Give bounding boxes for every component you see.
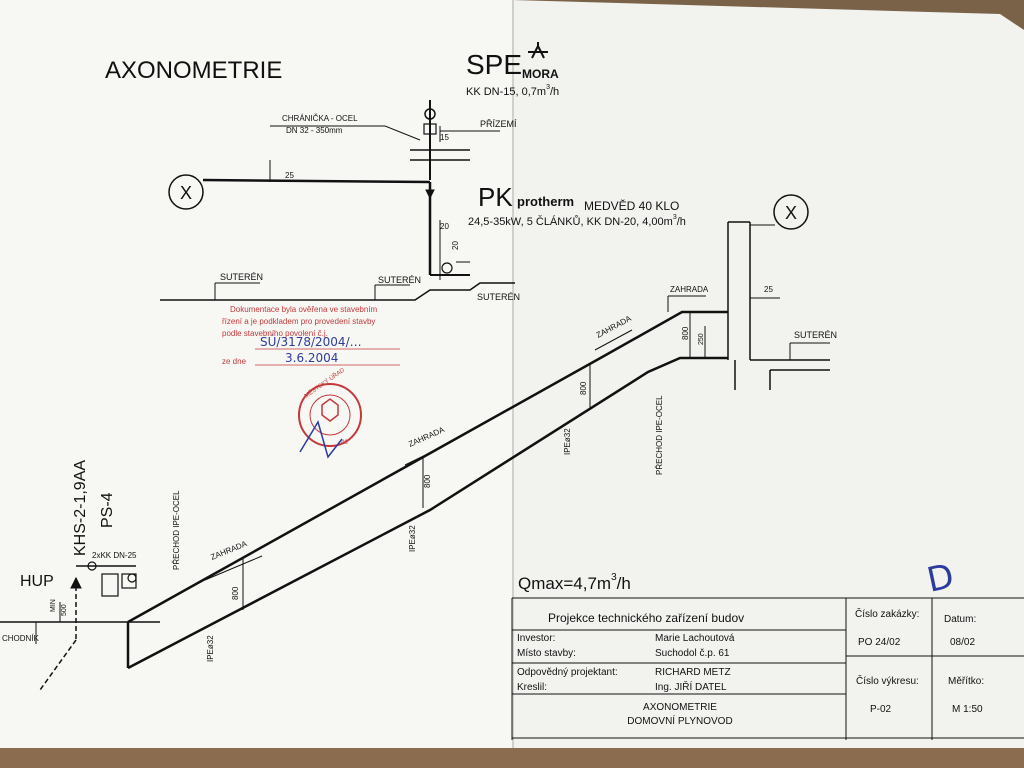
paper-right [512, 0, 1024, 768]
hup-assembly [0, 561, 160, 691]
section-marker-left: X [168, 174, 204, 210]
svg-text:Číslo výkresu:: Číslo výkresu: [856, 674, 919, 687]
spe-meter-label: KK DN-15, 0,7m3/h [466, 84, 559, 98]
dim-25-upper: 25 [285, 171, 294, 180]
dim-15: 15 [440, 133, 449, 142]
kk-label: 2xKK DN-25 [92, 551, 137, 560]
svg-text:46: 46 [341, 440, 348, 446]
dim-800-1: 800 [231, 586, 240, 600]
upper-horizontal-pipe [202, 160, 470, 280]
order-number: PO 24/02 [858, 637, 901, 648]
dim-250: 250 [698, 333, 705, 345]
mora-logo-icon: MORA [522, 42, 559, 81]
date-value: 08/02 [950, 637, 975, 648]
ps4-label: PS-4 [99, 492, 116, 528]
floor-background [0, 748, 1024, 768]
svg-text:Datum:: Datum: [944, 614, 976, 625]
svg-text:CHRÁNIČKA - OCEL: CHRÁNIČKA - OCEL [282, 114, 358, 123]
section-marker-right: X [773, 194, 809, 230]
svg-text:Investor:: Investor: [517, 633, 555, 644]
svg-text:Číslo zakázky:: Číslo zakázky: [855, 607, 919, 620]
boiler-brand: protherm [517, 194, 574, 209]
khs-label: KHS-2-1,9AA [72, 460, 89, 556]
svg-text:X: X [180, 183, 192, 203]
dim-800-4: 800 [681, 326, 690, 340]
zahrada-label-4: ZAHRADA [670, 285, 709, 294]
dim-800-3: 800 [579, 381, 588, 395]
dim-800-2: 800 [423, 474, 432, 488]
approval-date: 3.6.2004 [285, 351, 338, 365]
hup-label: HUP [20, 573, 54, 590]
svg-text:ze dne: ze dne [222, 357, 247, 366]
dim-20-a: 20 [440, 222, 449, 231]
svg-text:řízení a je podkladem pro prov: řízení a je podkladem pro provedení stav… [222, 317, 375, 326]
drawing-title-line1: AXONOMETRIE [643, 702, 717, 713]
svg-text:MORA: MORA [522, 67, 559, 81]
level-label-suteren-4: SUTERÉN [794, 330, 837, 340]
spe-label: SPE [466, 49, 522, 80]
svg-text:Kreslil:: Kreslil: [517, 682, 547, 693]
qmax-label: Qmax=4,7m3/h [518, 572, 631, 593]
designer-value: RICHARD METZ [655, 667, 731, 678]
dim-25-right: 25 [764, 285, 773, 294]
transition-label-2: PŘECHOD IPE-OCEL [655, 395, 664, 475]
svg-text:Odpovědný projektant:: Odpovědný projektant: [517, 667, 618, 678]
approval-number: SÚ/3178/2004/… [260, 334, 362, 349]
transition-label-1: PŘECHOD IPE-OCEL [172, 490, 181, 570]
dim-500: 500 [61, 604, 68, 616]
level-label-suteren-3: SUTERÉN [477, 292, 520, 302]
approval-stamp: Dokumentace byla ověřena ve stavebním ří… [222, 305, 400, 366]
zahrada-leaders [204, 329, 633, 581]
company-name: Projekce technického zařízení budov [548, 611, 744, 625]
svg-text:Místo stavby:: Místo stavby: [517, 648, 576, 659]
drawing-title: AXONOMETRIE [105, 57, 282, 84]
drawn-value: Ing. JIŘÍ DATEL [655, 680, 727, 693]
main-diagonal-pipe [126, 310, 728, 670]
svg-text:podle stavebního povolení č.j.: podle stavebního povolení č.j. [222, 329, 328, 338]
scale-value: M 1:50 [952, 704, 983, 715]
boiler-model: MEDVĚD 40 KLO [584, 198, 679, 213]
chodnik-label: CHODNÍK [2, 634, 40, 643]
dim-min: MIN [50, 599, 57, 612]
basement-level-lines [160, 282, 515, 301]
pipe-label-ipe32-3: IPEø32 [563, 428, 572, 455]
protective-sleeve-label: CHRÁNIČKA - OCEL DN 32 - 350mm [270, 114, 421, 141]
svg-text:DN 32 - 350mm: DN 32 - 350mm [286, 126, 343, 135]
floor-label-prizemi: PŘÍZEMÍ [480, 119, 517, 129]
svg-text:Měřítko:: Měřítko: [948, 676, 984, 687]
title-block-text: Projekce technického zařízení budov Čísl… [517, 607, 984, 727]
dim-20-b: 20 [451, 241, 460, 250]
drawing-title-line2: DOMOVNÍ PLYNOVOD [627, 714, 732, 727]
drawing-number: P-02 [870, 704, 892, 715]
pipe-label-ipe32-2: IPEø32 [408, 525, 417, 552]
spe-riser [410, 100, 500, 180]
pipe-label-ipe32-1: IPEø32 [206, 635, 215, 662]
boiler-label-pk: PK [478, 182, 513, 212]
paper-left [0, 0, 515, 768]
level-label-suteren-1: SUTERÉN [220, 272, 263, 282]
svg-text:X: X [785, 203, 797, 223]
svg-text:Dokumentace byla ověřena ve st: Dokumentace byla ověřena ve stavebním [230, 305, 378, 314]
boiler-spec: 24,5-35kW, 5 ČLÁNKŮ, KK DN-20, 4,00m3/h [468, 214, 686, 228]
right-building-wall [667, 221, 830, 390]
diagonal-dimension-ticks [242, 364, 591, 610]
site-value: Suchodol č.p. 61 [655, 648, 730, 659]
title-block [511, 597, 1024, 740]
level-label-suteren-2: SUTERÉN [378, 275, 421, 285]
investor-value: Marie Lachoutová [655, 633, 735, 644]
